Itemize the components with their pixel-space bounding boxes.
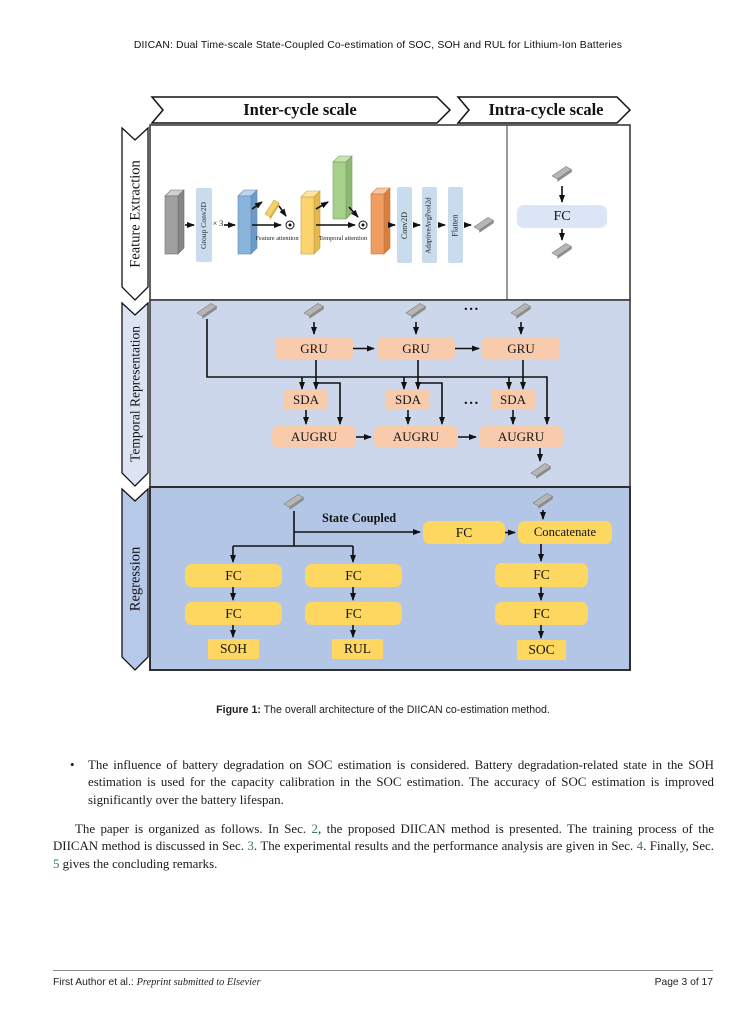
- fc-label: FC: [225, 567, 242, 583]
- rul-label: RUL: [344, 641, 371, 656]
- regression-banner-label: Regression: [128, 546, 144, 611]
- conv2d-label: Conv2D: [400, 211, 409, 239]
- soh-fc2-block: FC: [185, 602, 282, 625]
- temporal-representation-arrows: [206, 319, 550, 462]
- temporal-ellipsis: ...: [464, 392, 480, 408]
- temporal-attention-label: Temporal attention: [318, 235, 368, 242]
- gru-block-3: GRU: [482, 337, 560, 360]
- section-banners: Feature Extraction Temporal Representati…: [121, 126, 149, 671]
- intra-fc-block: FC: [517, 205, 607, 228]
- fc-label: FC: [533, 567, 550, 582]
- paragraph-text-run: . The experimental results and the perfo…: [253, 839, 637, 854]
- adaptive-avg-pool-label: AdaptiveAvgPool2d: [426, 196, 434, 254]
- inter-cycle-banner-label: Inter-cycle scale: [243, 100, 356, 119]
- soc-fc1-block: FC: [495, 563, 588, 587]
- augru-block-3: AUGRU: [479, 426, 563, 448]
- sda-label: SDA: [292, 392, 319, 407]
- section-link[interactable]: 2: [311, 822, 318, 836]
- feature-extraction-arrows: [185, 201, 472, 228]
- fc-label: FC: [345, 567, 362, 583]
- sda-block-3: SDA: [491, 390, 535, 410]
- footer-divider: [53, 970, 713, 971]
- input-tensor-bar-icon: [164, 189, 185, 255]
- paragraph-text-run: , the proposed DIICAN method is presente…: [53, 822, 715, 854]
- concatenate-label: Concatenate: [533, 525, 597, 539]
- intra-fc-label: FC: [553, 208, 571, 224]
- section-link[interactable]: 3: [247, 839, 254, 854]
- augru-block-1: AUGRU: [272, 426, 356, 448]
- sda-block-2: SDA: [386, 390, 430, 410]
- state-coupled-label: State Coupled: [322, 511, 397, 525]
- temporal-attention-weight-bar-icon: [332, 155, 353, 220]
- footer-left: First Author et al.: Preprint submitted …: [53, 977, 261, 988]
- section-link[interactable]: 5: [53, 856, 60, 871]
- group-conv2d-label: Group Conv2D: [199, 201, 209, 249]
- elementwise-multiply-icon: [285, 220, 368, 230]
- fc-label: FC: [225, 605, 242, 621]
- temporal-representation-banner-label: Temporal Representation: [128, 326, 143, 462]
- gru-label: GRU: [402, 340, 430, 356]
- running-header: DIICAN: Dual Time-scale State-Coupled Co…: [133, 40, 623, 51]
- sda-label: SDA: [394, 392, 421, 407]
- feature-extraction-banner-label: Feature Extraction: [128, 160, 144, 268]
- attended-feature-bar-icon: [300, 190, 321, 255]
- rul-fc2-block: FC: [305, 602, 402, 625]
- augru-label: AUGRU: [290, 429, 338, 444]
- soc-label: SOC: [528, 642, 555, 657]
- state-fc-block: FC: [423, 521, 505, 544]
- sda-label: SDA: [499, 392, 526, 407]
- adaptive-avg-pool-block: AdaptiveAvgPool2d: [422, 187, 437, 263]
- flatten-label: Flatten: [451, 213, 460, 237]
- gru-block-1: GRU: [275, 337, 353, 360]
- repeat-times-label: × 3: [212, 219, 224, 228]
- gru-block-2: GRU: [377, 337, 455, 360]
- figure-caption-label: Figure 1:: [216, 704, 261, 716]
- group-conv2d-block: Group Conv2D: [196, 188, 212, 262]
- figure-caption-text: The overall architecture of the DIICAN c…: [263, 704, 550, 716]
- fc-label: FC: [533, 605, 550, 621]
- rul-output-block: RUL: [332, 639, 383, 659]
- paragraph-text-run: gives the concluding remarks.: [59, 856, 218, 871]
- scale-banners: Inter-cycle scale Intra-cycle scale: [150, 96, 632, 124]
- soc-output-block: SOC: [517, 640, 566, 660]
- intra-cycle-banner-label: Intra-cycle scale: [489, 100, 604, 119]
- footer-authors: First Author et al.:: [53, 977, 134, 988]
- feature-attention-label: Feature attention: [255, 235, 299, 242]
- footer-preprint-note: Preprint submitted to Elsevier: [136, 977, 261, 988]
- augru-label: AUGRU: [497, 429, 545, 444]
- section-link[interactable]: 4: [636, 839, 644, 854]
- flatten-block: Flatten: [448, 187, 463, 263]
- contribution-bullet-item: • The influence of battery degradation o…: [70, 757, 714, 809]
- soh-label: SOH: [219, 641, 247, 656]
- augru-label: AUGRU: [392, 429, 440, 444]
- regression-arrows: [230, 510, 546, 639]
- gru-label: GRU: [507, 340, 535, 356]
- organization-paragraph: The paper is organized as follows. In Se…: [53, 821, 714, 873]
- feature-attention-weight-slab-icon: [264, 199, 280, 221]
- fc-label: FC: [455, 524, 473, 540]
- gru-label: GRU: [300, 340, 328, 356]
- paragraph-text-run: The paper is organized as follows. In Se…: [75, 822, 312, 836]
- page-footer: First Author et al.: Preprint submitted …: [53, 977, 713, 988]
- conv2d-block: Conv2D: [397, 187, 412, 263]
- soh-output-block: SOH: [208, 639, 259, 659]
- sda-block-1: SDA: [284, 390, 328, 410]
- weighted-feature-bar-icon: [370, 187, 391, 255]
- temporal-ellipsis: ...: [464, 298, 480, 314]
- figure-caption: Figure 1: The overall architecture of th…: [53, 704, 713, 716]
- conv-feature-bar-icon: [237, 189, 258, 255]
- soc-fc2-block: FC: [495, 602, 588, 625]
- bullet-text: The influence of battery degradation on …: [88, 758, 714, 807]
- footer-page-number: Page 3 of 17: [654, 977, 713, 988]
- fc-label: FC: [345, 605, 362, 621]
- augru-block-2: AUGRU: [374, 426, 458, 448]
- rul-fc1-block: FC: [305, 564, 402, 587]
- bullet-icon: •: [70, 758, 75, 772]
- concatenate-block: Concatenate: [518, 521, 612, 544]
- paragraph-text-run: . Finally, Sec.: [643, 839, 714, 854]
- soh-fc1-block: FC: [185, 564, 282, 587]
